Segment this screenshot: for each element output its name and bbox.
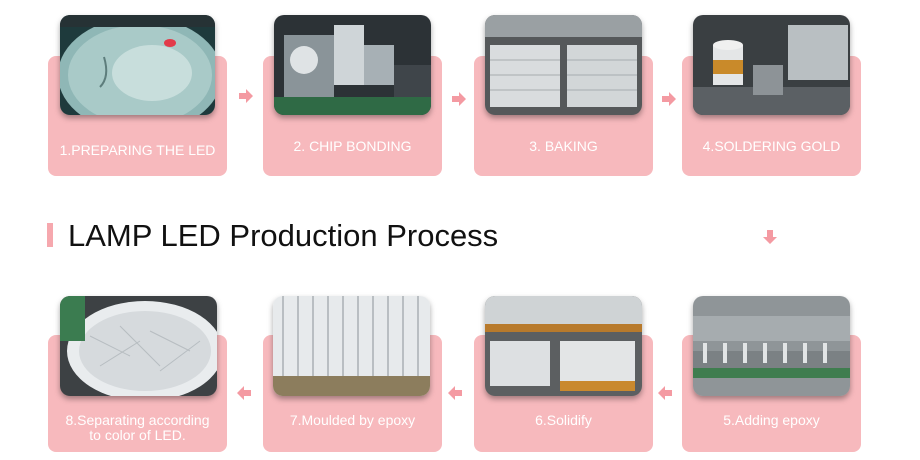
step-photo-1 [60, 15, 215, 115]
step-photo-7 [273, 296, 430, 396]
arrow-down-icon [762, 229, 778, 245]
step-label-6: 6.Solidify [535, 412, 592, 428]
step-photo-4 [693, 15, 850, 115]
step-label-1: 1.PREPARING THE LED [59, 142, 216, 158]
step-label-3: 3. BAKING [529, 138, 598, 154]
arrow-right-icon [451, 91, 467, 107]
step-photo-3 [485, 15, 642, 115]
step-photo-2 [274, 15, 431, 115]
step-label-2: 2. CHIP BONDING [293, 138, 412, 154]
step-label-8-line1: 8.Separating according [65, 412, 210, 428]
step-photo-8 [60, 296, 217, 396]
title-accent-bar [47, 223, 53, 247]
step-label-5: 5.Adding epoxy [723, 412, 820, 428]
arrow-left-icon [657, 385, 673, 401]
arrow-right-icon [238, 88, 254, 104]
step-photo-5 [693, 296, 850, 396]
step-photo-6 [485, 296, 642, 396]
step-label-4: 4.SOLDERING GOLD [702, 138, 841, 154]
step-label-8-line2: to color of LED. [89, 427, 186, 443]
page-title: LAMP LED Production Process [68, 218, 499, 253]
arrow-right-icon [661, 91, 677, 107]
arrow-left-icon [447, 385, 463, 401]
step-label-7: 7.Moulded by epoxy [289, 412, 416, 428]
arrow-left-icon [236, 385, 252, 401]
